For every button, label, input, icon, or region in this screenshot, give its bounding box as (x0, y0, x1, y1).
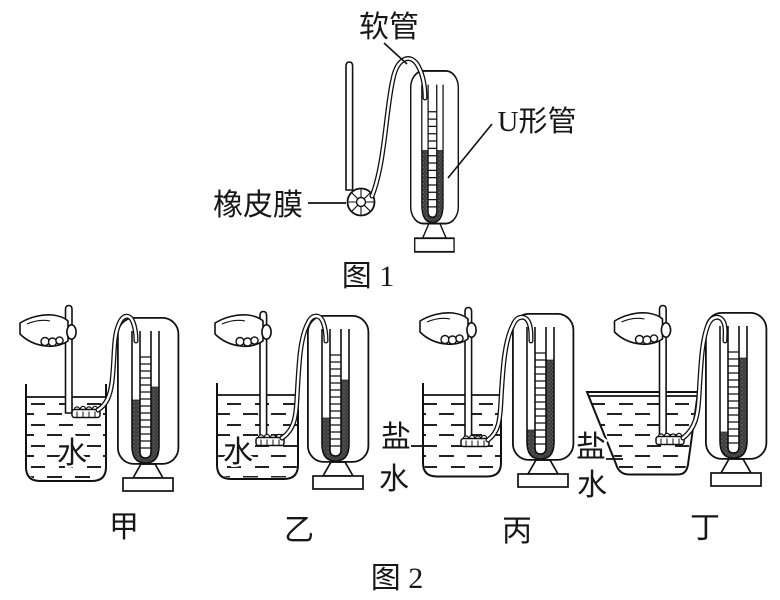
manometer-bing (512, 312, 575, 488)
probe-tube (259, 310, 268, 439)
liquid-label: 水 (57, 437, 87, 470)
manometer-stand (705, 311, 768, 487)
beaker-water-fill (218, 395, 297, 478)
setup-label: 乙 (284, 514, 314, 547)
rubber-membrane-capsule (255, 433, 285, 447)
setup-label: 丙 (502, 515, 532, 548)
manometer-stand (306, 314, 370, 490)
soft-tube-hose (369, 56, 428, 199)
beaker (25, 384, 107, 482)
hose (279, 313, 329, 441)
rubber-membrane-capsule (71, 405, 101, 419)
setup-label: 甲 (109, 511, 139, 544)
salt-water-label-char2: 水 (379, 463, 409, 496)
rubber-membrane-capsule (460, 434, 490, 448)
rubber-membrane-icon (346, 187, 376, 217)
u-tube-pointer-line (447, 123, 493, 179)
u-tube-label: U形管 (498, 105, 577, 138)
rubber-membrane-label: 橡皮膜 (213, 189, 303, 222)
manometer-stand (409, 69, 460, 253)
beaker (422, 383, 502, 478)
salt-water-label-char2: 水 (577, 469, 607, 502)
setup-bing: 盐 水 丙 (379, 306, 575, 548)
salt-water-label-char1: 盐 (576, 431, 606, 464)
manometer-yi (306, 314, 370, 490)
beaker (585, 391, 700, 476)
hose (680, 314, 728, 441)
manometer-fig1 (409, 69, 460, 253)
liquid-label: 水 (223, 436, 253, 469)
manometer-stand (117, 316, 180, 492)
hose (95, 313, 139, 413)
beaker (216, 383, 299, 480)
setup-yi: 水 乙 (214, 310, 370, 547)
setup-label: 丁 (690, 512, 720, 545)
hose (485, 314, 534, 443)
figure-1: 软管 橡皮膜 U形管 图 1 (213, 11, 576, 293)
figure-2: 水 甲 水 乙 (19, 304, 768, 595)
setup-ding: 盐 水 丁 (574, 304, 768, 545)
manometer-stand (512, 312, 575, 488)
manometer-jia (117, 316, 180, 492)
setup-jia: 水 甲 (19, 304, 180, 544)
soft-tube-label: 软管 (359, 11, 419, 44)
beaker-water-fill (424, 395, 500, 475)
figure2-caption: 图 2 (371, 562, 424, 595)
beaker-water-fill (589, 396, 697, 473)
rubber-membrane-capsule (655, 432, 685, 446)
probe-tube (345, 61, 354, 191)
soft-tube-pointer-line (383, 42, 408, 65)
figure1-caption: 图 1 (342, 260, 395, 293)
manometer-ding (705, 311, 768, 487)
salt-water-label-char1: 盐 (381, 421, 411, 454)
